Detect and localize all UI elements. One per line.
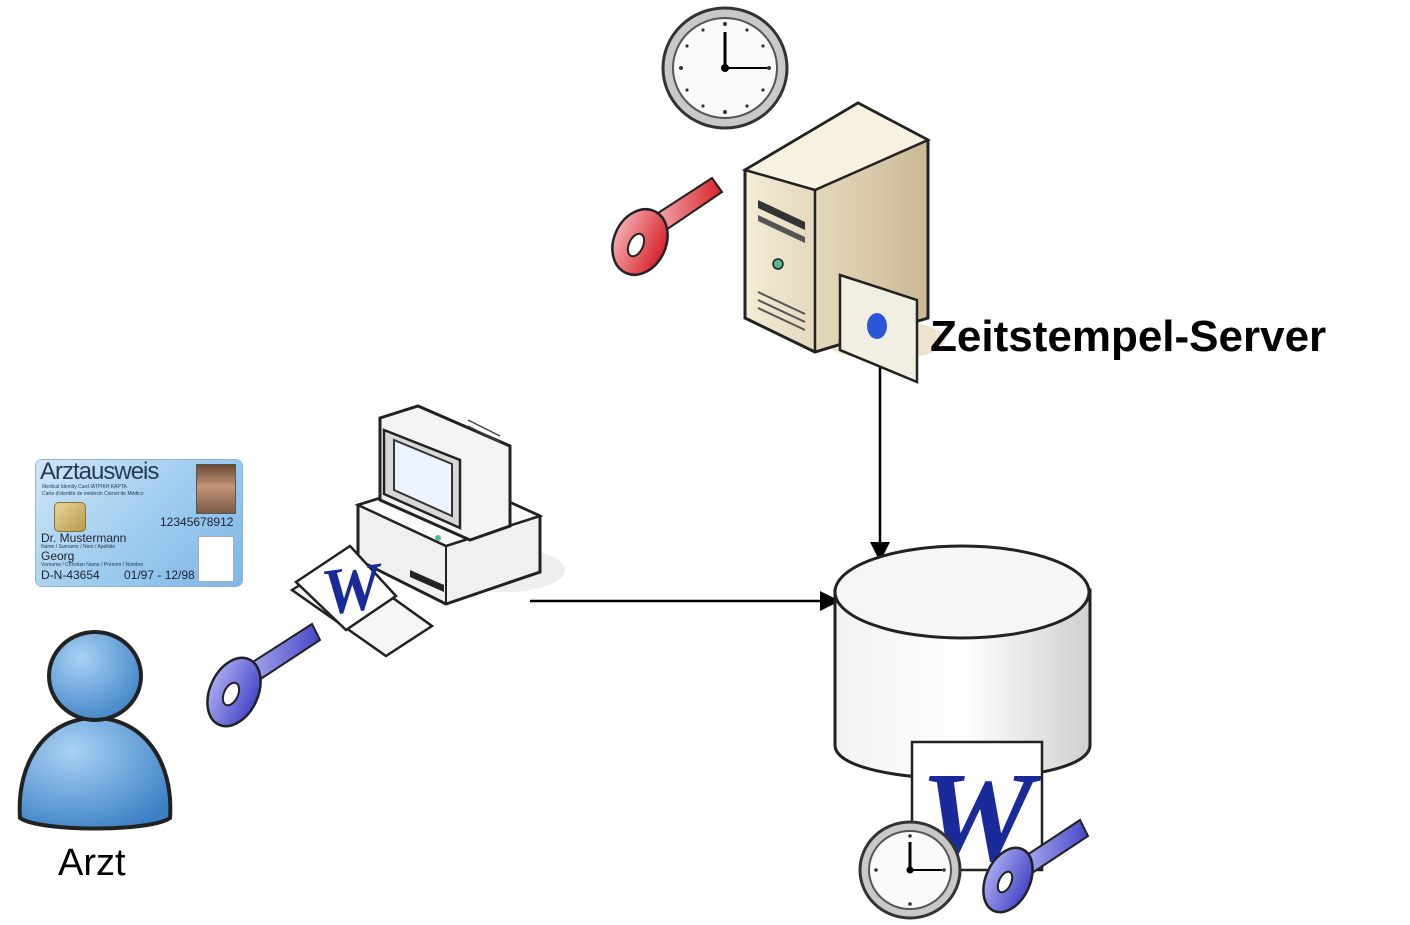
id-card-name: Dr. Mustermann <box>41 531 127 545</box>
server-label: Zeitstempel-Server <box>930 312 1327 361</box>
id-card-subtitle: Carte d'identité de médecin Carnet de Mé… <box>42 491 144 497</box>
clock-icon <box>858 820 962 920</box>
chip-icon <box>54 502 86 532</box>
id-card-title: Arztausweis <box>40 460 159 485</box>
person-label: Arzt <box>58 842 126 884</box>
id-card-subtitle: Medical Identity Card ΙΑΤΡΙΚΗ ΚΑΡΤΑ <box>42 484 127 490</box>
signature-icon <box>198 536 234 582</box>
key-icon <box>982 818 1090 914</box>
person-icon <box>17 630 173 831</box>
id-card-number: 12345678912 <box>160 515 234 529</box>
key-icon <box>611 176 724 276</box>
id-card-validity: 01/97 - 12/98 <box>124 568 195 582</box>
database-icon <box>833 544 1092 781</box>
id-card-code: D-N-43654 <box>41 568 100 582</box>
id-card-icon: Arztausweis Medical Identity Card ΙΑΤΡΙΚ… <box>36 460 242 586</box>
key-icon <box>206 622 322 728</box>
id-card-given-name: Georg <box>41 549 75 563</box>
id-card-name-fields: Name / Surname / Nom / Apellido <box>41 544 116 550</box>
id-card-given-fields: Vorname / Christian Name / Prénom / Nomb… <box>41 562 144 568</box>
computer-icon <box>289 404 565 658</box>
server-icon <box>741 101 945 384</box>
clock-icon <box>661 6 789 130</box>
photo-icon <box>196 464 236 514</box>
